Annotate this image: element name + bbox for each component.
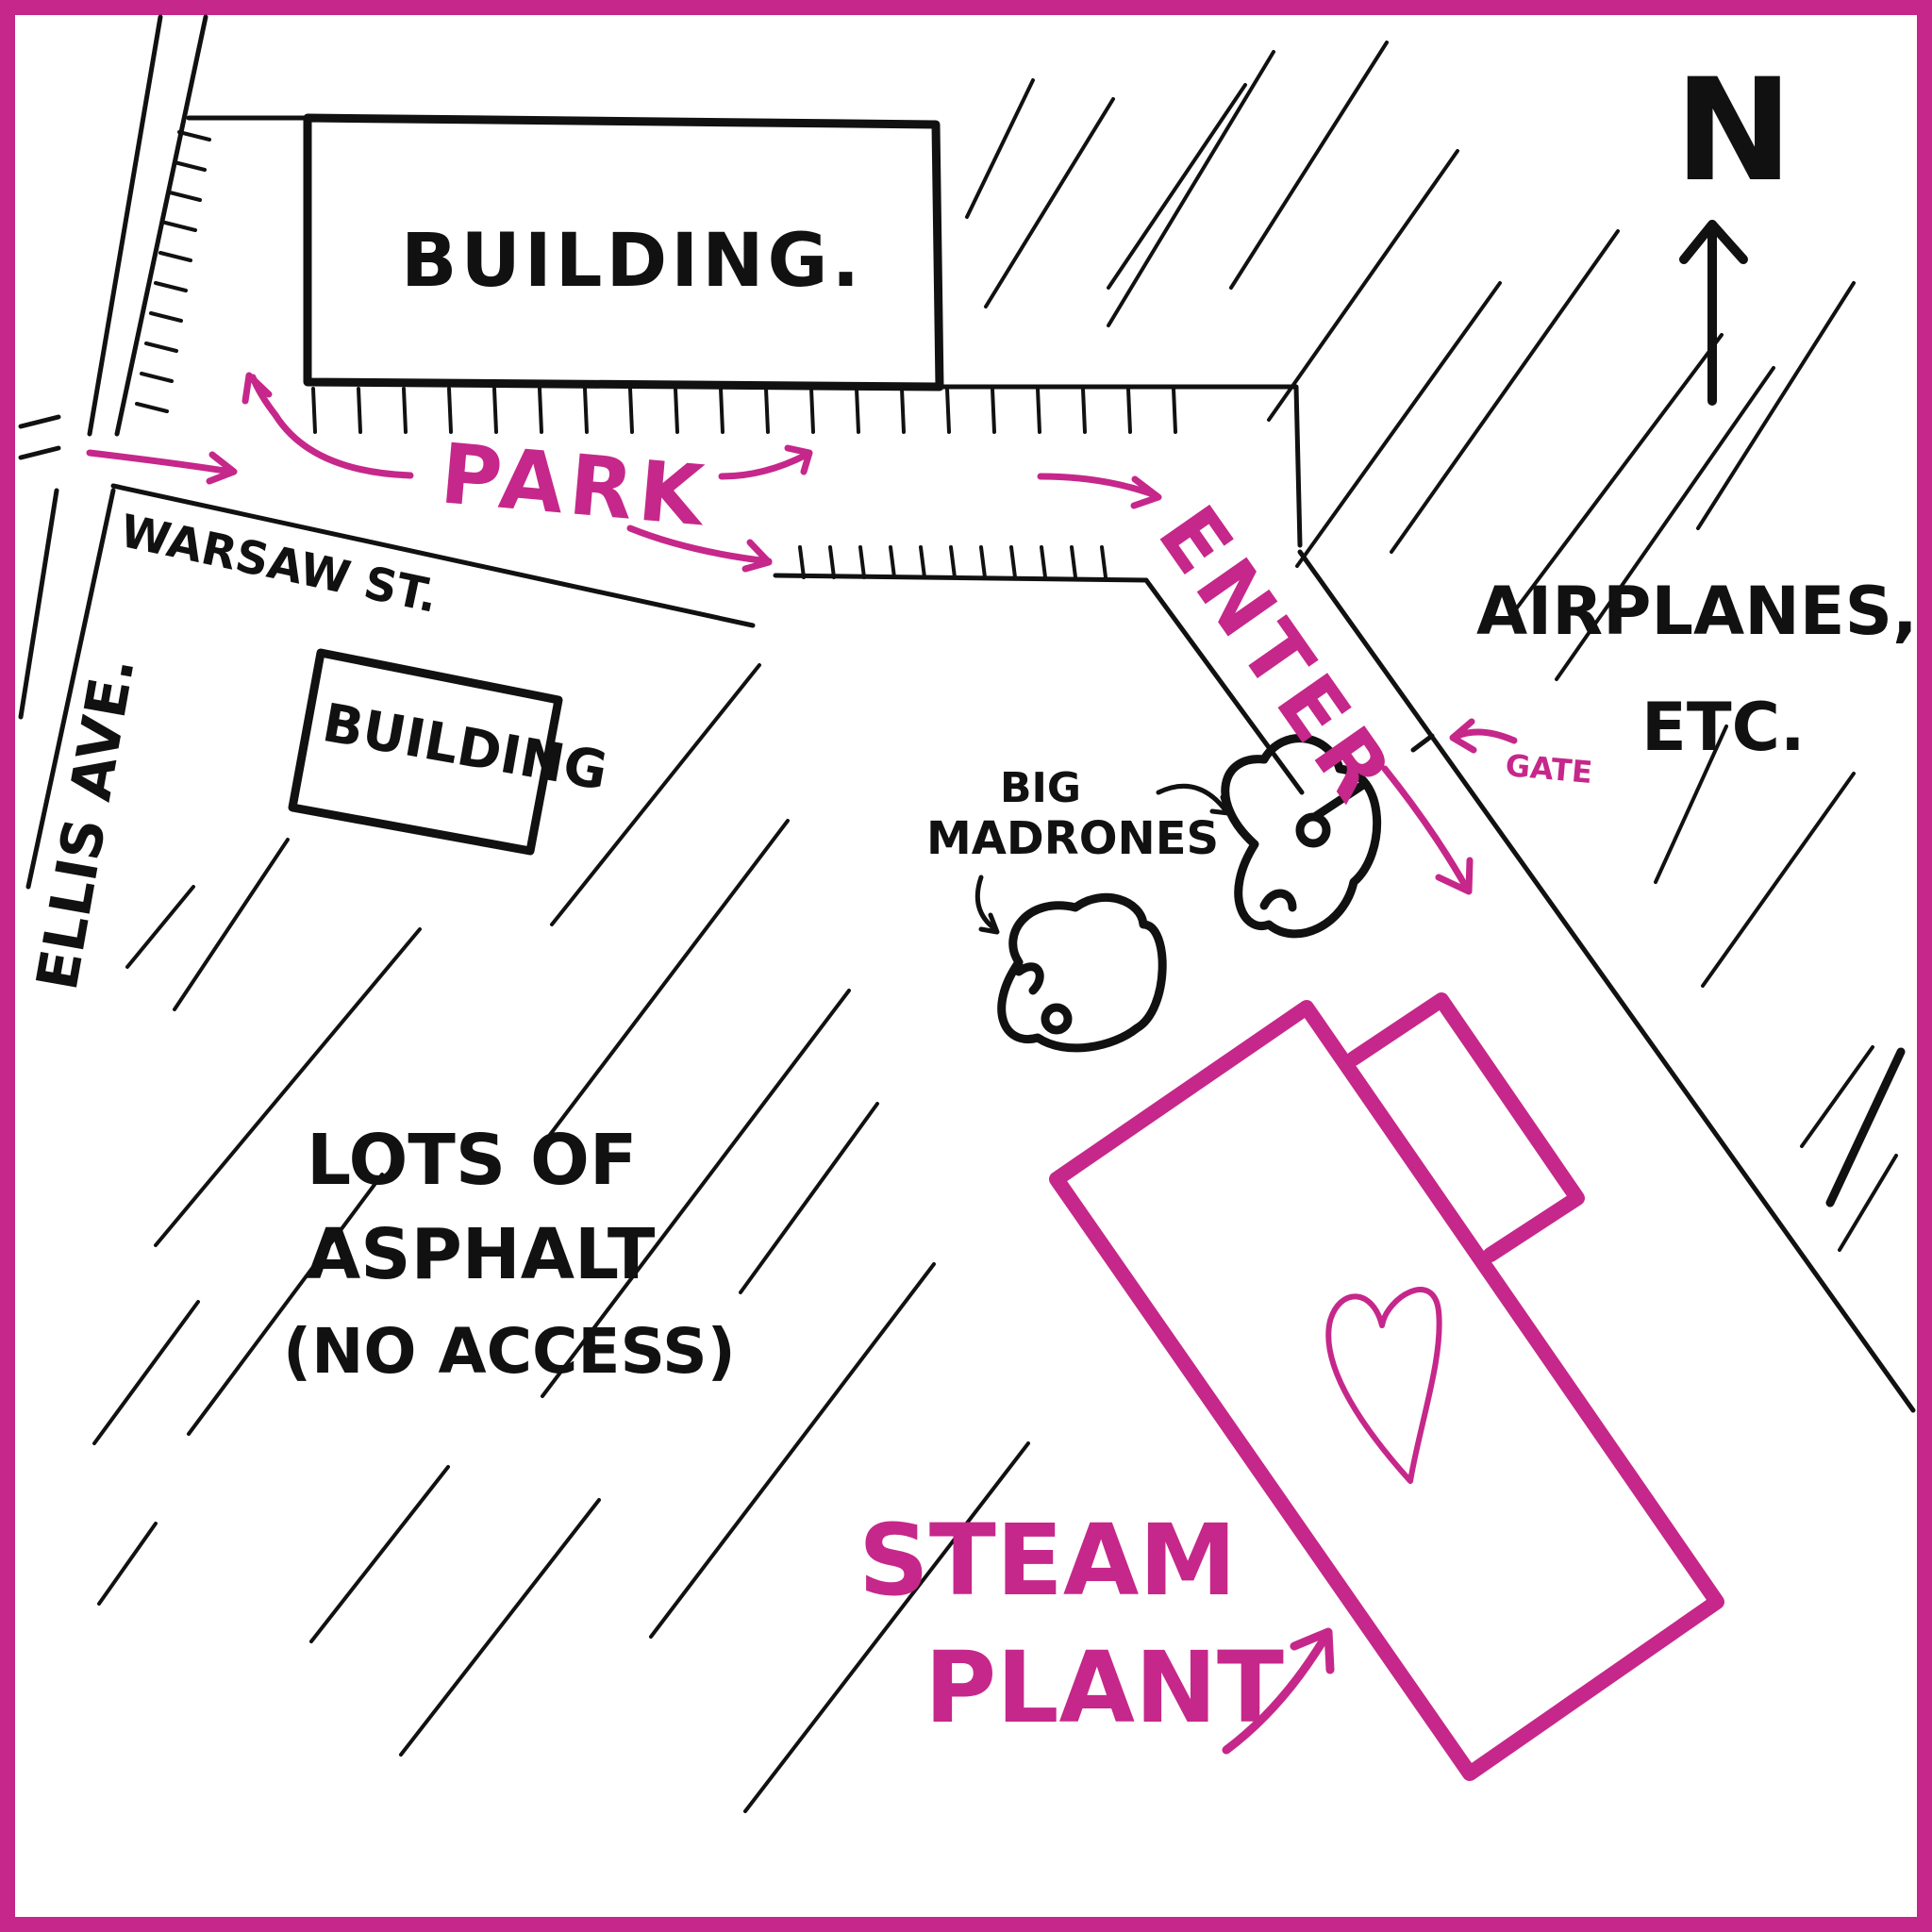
ellis-ave-curb-ticks xyxy=(135,130,211,413)
park-label: PARK xyxy=(437,425,712,544)
madrone-tree-icon xyxy=(997,892,1167,1053)
asphalt-label-line2: ASPHALT xyxy=(307,1214,656,1295)
gate-marker xyxy=(1410,733,1435,753)
north-building: BUILDING. xyxy=(186,113,944,391)
madrones-label-line1: BIG xyxy=(1000,764,1081,812)
airplanes-label-line2: ETC. xyxy=(1641,689,1806,766)
steam-plant-label-line2: PLANT xyxy=(924,1630,1284,1745)
parking-stall-ticks-upper xyxy=(311,387,1177,434)
asphalt-hatching xyxy=(92,663,1030,1813)
north-arrow: N xyxy=(1674,49,1793,406)
west-building-label: BUILDING xyxy=(318,692,611,803)
north-arrow-icon xyxy=(1679,220,1748,406)
steam-plant xyxy=(1049,992,1724,1781)
madrone-tree-icon xyxy=(1221,734,1382,939)
parking-stall-ticks-lower xyxy=(798,545,1108,579)
steam-plant-label-line1: STEAM xyxy=(858,1503,1237,1618)
warsaw-st-road xyxy=(110,483,756,628)
ellis-ave-road xyxy=(18,14,208,890)
gate-label: GATE xyxy=(1504,747,1593,791)
airplanes-bold-stroke xyxy=(1825,1047,1906,1208)
entrance-road xyxy=(1143,549,1916,1413)
west-building: BUILDING xyxy=(288,648,612,856)
compass-letter: N xyxy=(1674,49,1793,213)
steam-plant-pointer-arrow xyxy=(1222,1627,1335,1755)
heart-icon xyxy=(1325,1287,1442,1484)
airplanes-hatching xyxy=(965,41,1898,1252)
route-arrows xyxy=(86,372,1518,895)
airplanes-label-line1: AIRPLANES, xyxy=(1476,573,1918,650)
steam-plant-label: STEAM PLANT xyxy=(858,1503,1284,1745)
parking-lot xyxy=(773,384,1303,583)
north-building-label: BUILDING. xyxy=(401,219,863,304)
asphalt-label-line3: (NO ACCESS) xyxy=(283,1315,736,1388)
asphalt-label: LOTS OF ASPHALT (NO ACCESS) xyxy=(283,1120,736,1388)
airplanes-label: AIRPLANES, ETC. xyxy=(1476,573,1918,766)
big-madrones-label: BIG MADRONES xyxy=(926,764,1219,865)
madrones-label-line2: MADRONES xyxy=(926,812,1219,865)
asphalt-label-line1: LOTS OF xyxy=(307,1120,637,1201)
